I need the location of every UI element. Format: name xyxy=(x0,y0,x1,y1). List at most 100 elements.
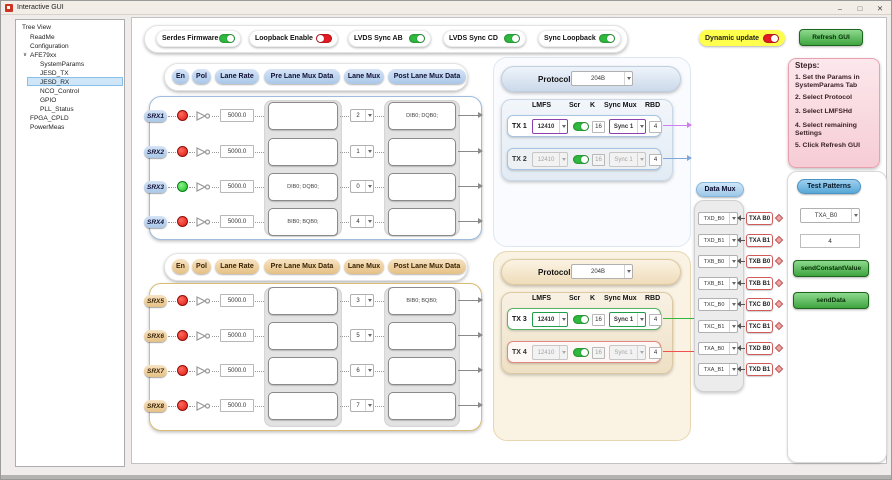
refresh-gui-button[interactable]: Refresh GUI xyxy=(799,29,863,46)
rbd-field[interactable]: 4 xyxy=(649,121,662,133)
srx7-row: SRX7 5000.0 6 xyxy=(144,356,494,386)
send-constant-value-button[interactable]: sendConstantValue xyxy=(793,260,869,277)
tree-item-fpga-cpld[interactable]: FPGA_CPLD xyxy=(30,115,69,122)
lane-mux-value: 0 xyxy=(356,183,360,190)
dynamic-update-toggle[interactable]: Dynamic update xyxy=(699,30,785,46)
scr-toggle[interactable] xyxy=(573,122,589,131)
lvds-sync-ab-toggle[interactable]: LVDS Sync AB xyxy=(348,30,431,47)
send-data-button[interactable]: sendData xyxy=(793,292,869,309)
header-lane-mux: Lane Mux xyxy=(344,69,384,84)
enable-led[interactable] xyxy=(177,400,188,411)
toggle-switch-icon[interactable] xyxy=(599,34,615,43)
step-3: 3. Select LMFSHd xyxy=(795,108,853,115)
scr-toggle[interactable] xyxy=(573,155,589,164)
toggle-switch-icon[interactable] xyxy=(763,33,779,43)
lane-mux-select[interactable]: 7 xyxy=(350,399,374,412)
toggle-switch-icon[interactable] xyxy=(316,34,332,43)
enable-led[interactable] xyxy=(177,181,188,192)
sync-mux-select[interactable]: Sync 1 xyxy=(609,312,646,327)
data-mux-select[interactable]: TXD_B0 xyxy=(698,212,738,225)
k-field[interactable]: 16 xyxy=(592,314,605,326)
close-button[interactable]: ✕ xyxy=(876,4,884,13)
data-mux-select[interactable]: TXC_B0 xyxy=(698,298,738,311)
lane-mux-select[interactable]: 0 xyxy=(350,180,374,193)
polarity-inverter-icon[interactable] xyxy=(196,111,211,121)
polarity-inverter-icon[interactable] xyxy=(196,217,211,227)
lane-rate-field[interactable]: 5000.0 xyxy=(220,399,254,412)
polarity-inverter-icon[interactable] xyxy=(196,296,211,306)
lane-mux-select[interactable]: 5 xyxy=(350,329,374,342)
tree-item-configuration[interactable]: Configuration xyxy=(30,43,69,50)
lane-rate-field[interactable]: 5000.0 xyxy=(220,215,254,228)
lane-mux-select[interactable]: 2 xyxy=(350,109,374,122)
serdes-firmware-toggle[interactable]: Serdes Firmware xyxy=(156,30,241,47)
chevron-down-icon xyxy=(365,146,373,157)
rbd-field[interactable]: 4 xyxy=(649,347,662,359)
lane-rate-field[interactable]: 5000.0 xyxy=(220,180,254,193)
rbd-field[interactable]: 4 xyxy=(649,314,662,326)
k-field: 16 xyxy=(592,347,605,359)
polarity-inverter-icon[interactable] xyxy=(196,147,211,157)
tree-item-gpio[interactable]: GPIO xyxy=(40,97,57,104)
protocol-select[interactable]: 204B xyxy=(571,264,633,279)
sync-mux-select[interactable]: Sync 1 xyxy=(609,119,646,134)
lmfs-select[interactable]: 12410 xyxy=(532,119,568,134)
enable-led[interactable] xyxy=(177,216,188,227)
lane-mux-select[interactable]: 4 xyxy=(350,215,374,228)
test-pattern-channel-select[interactable]: TXA_B0 xyxy=(800,208,860,223)
polarity-inverter-icon[interactable] xyxy=(196,331,211,341)
tree-item-readme[interactable]: ReadMe xyxy=(30,34,55,41)
enable-led[interactable] xyxy=(177,110,188,121)
polarity-inverter-icon[interactable] xyxy=(196,401,211,411)
enable-led[interactable] xyxy=(177,330,188,341)
data-mux-select[interactable]: TXD_B1 xyxy=(698,234,738,247)
chevron-down-icon xyxy=(729,278,737,289)
scr-toggle[interactable] xyxy=(573,348,589,357)
sync-loopback-toggle[interactable]: Sync Loopback xyxy=(538,30,621,47)
tree-item-afe79xx[interactable]: AFE79xx xyxy=(30,52,57,59)
data-mux-select[interactable]: TXB_B1 xyxy=(698,277,738,290)
data-mux-select[interactable]: TXA_B0 xyxy=(698,342,738,355)
lane-rate-field[interactable]: 5000.0 xyxy=(220,145,254,158)
lmfs-select[interactable]: 12410 xyxy=(532,312,568,327)
tree-item-jesd-rx[interactable]: JESD_RX xyxy=(40,79,70,86)
polarity-inverter-icon[interactable] xyxy=(196,366,211,376)
data-mux-select[interactable]: TXC_B1 xyxy=(698,320,738,333)
toggle-switch-icon[interactable] xyxy=(504,34,520,43)
enable-led[interactable] xyxy=(177,295,188,306)
lane-rate-field[interactable]: 5000.0 xyxy=(220,364,254,377)
chevron-down-icon xyxy=(637,120,645,133)
lane-mux-select[interactable]: 3 xyxy=(350,294,374,307)
tree-item-nco-control[interactable]: NCO_Control xyxy=(40,88,80,95)
data-mux-source: TXD_B1 xyxy=(703,237,725,244)
lane-rate-field[interactable]: 5000.0 xyxy=(220,294,254,307)
maximize-button[interactable]: □ xyxy=(857,4,863,13)
data-mux-select[interactable]: TXB_B0 xyxy=(698,255,738,268)
protocol-select[interactable]: 204B xyxy=(571,71,633,86)
dotted-connector xyxy=(189,406,195,407)
tree-item-pll-status[interactable]: PLL_Status xyxy=(40,106,74,113)
rbd-field[interactable]: 4 xyxy=(649,154,662,166)
enable-led[interactable] xyxy=(177,146,188,157)
constant-value-input[interactable] xyxy=(800,234,860,248)
lane-rate-field[interactable]: 5000.0 xyxy=(220,109,254,122)
steps-panel: Steps: 1. Set the Params in SystemParams… xyxy=(788,58,880,168)
lane-mux-select[interactable]: 1 xyxy=(350,145,374,158)
loopback-enable-toggle[interactable]: Loopback Enable xyxy=(249,30,338,47)
scr-toggle[interactable] xyxy=(573,315,589,324)
lane-rate-field[interactable]: 5000.0 xyxy=(220,329,254,342)
toggle-switch-icon[interactable] xyxy=(219,34,235,43)
minimize-button[interactable]: – xyxy=(837,4,843,13)
lane-mux-select[interactable]: 6 xyxy=(350,364,374,377)
chevron-down-icon xyxy=(729,256,737,267)
lvds-sync-cd-toggle[interactable]: LVDS Sync CD xyxy=(443,30,526,47)
tree-item-powermeas[interactable]: PowerMeas xyxy=(30,124,65,131)
data-mux-select[interactable]: TXA_B1 xyxy=(698,363,738,376)
enable-led[interactable] xyxy=(177,365,188,376)
k-field[interactable]: 16 xyxy=(592,121,605,133)
tree-item-systemparams[interactable]: SystemParams xyxy=(40,61,85,68)
tree-item-jesd-tx[interactable]: JESD_TX xyxy=(40,70,69,77)
toggle-switch-icon[interactable] xyxy=(409,34,425,43)
polarity-inverter-icon[interactable] xyxy=(196,182,211,192)
tree-expander-icon[interactable]: ∨ xyxy=(23,52,28,58)
